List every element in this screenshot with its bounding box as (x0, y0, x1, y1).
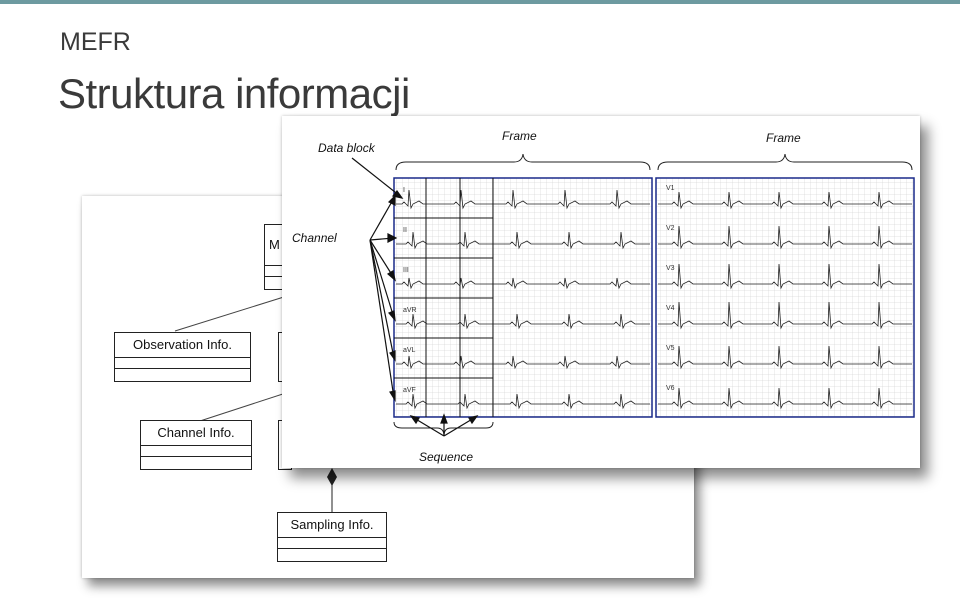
ecg-trace (658, 191, 912, 210)
ecg-trace (658, 387, 912, 410)
uml-box-sampling-info: Sampling Info. (277, 512, 387, 562)
slide-title: Struktura informacji (58, 70, 410, 117)
uml-box-channel-name: Channel Info. (141, 421, 251, 446)
frame-2-brace (657, 153, 913, 171)
ecg-trace (658, 301, 912, 330)
frame-1-label: Frame (502, 129, 537, 143)
ecg-trace (396, 355, 650, 370)
channel-label: Channel (292, 231, 337, 245)
uml-box-observation-name: Observation Info. (115, 333, 250, 358)
lead-label: V5 (666, 345, 675, 352)
data-block-grid (394, 178, 494, 417)
annotation-arrows (351, 157, 479, 437)
frame-2-label: Frame (766, 131, 801, 145)
lead-label: V3 (666, 265, 675, 272)
uml-connectors (174, 295, 337, 514)
ecg-trace (396, 189, 650, 210)
ecg-trace (658, 225, 912, 250)
lead-label: I (403, 187, 405, 194)
lead-label: V2 (666, 225, 675, 232)
frame-1-traces (396, 189, 650, 410)
ecg-trace (658, 263, 912, 290)
composition-diamond-icon (327, 468, 337, 486)
data-block-label: Data block (318, 141, 376, 155)
lead-label: V1 (666, 185, 675, 192)
top-accent-bar (0, 0, 960, 4)
ecg-trace (396, 313, 650, 330)
lead-label: aVF (403, 387, 416, 394)
lead-label: aVR (403, 307, 417, 314)
ecg-trace (396, 231, 650, 250)
uml-box-channel-info: Channel Info. (140, 420, 252, 470)
sequence-label: Sequence (419, 450, 473, 464)
frame-2-traces (658, 191, 912, 410)
lead-label: II (403, 227, 407, 234)
lead-label: aVL (403, 347, 416, 354)
ecg-trace (396, 277, 650, 290)
lead-label: V4 (666, 305, 675, 312)
ecg-trace (658, 345, 912, 370)
frame-2-panel (655, 177, 915, 418)
slide-subtitle: MEFR (60, 28, 131, 56)
frame-1-brace (395, 153, 651, 171)
uml-box-observation-info: Observation Info. (114, 332, 251, 382)
ecg-trace (396, 393, 650, 410)
uml-box-sampling-name: Sampling Info. (278, 513, 386, 538)
lead-label: V6 (666, 385, 675, 392)
lead-label: III (403, 267, 409, 274)
